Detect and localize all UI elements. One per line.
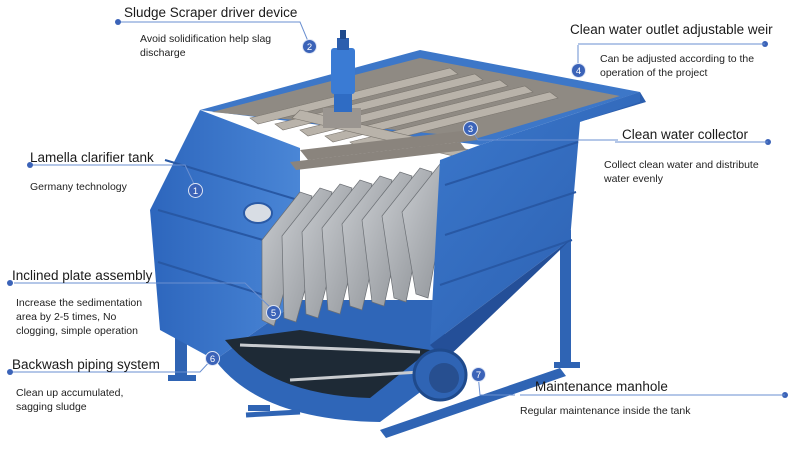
callout-3-desc-line: water evenly	[604, 173, 663, 185]
inclined-plates	[261, 163, 453, 327]
callout-5-desc-line: clogging, simple operation	[16, 325, 138, 337]
callout-5-desc-line: Increase the sedimentation	[16, 297, 143, 309]
title-underlines	[520, 43, 785, 396]
callout-1-desc: Germany technology	[30, 180, 127, 194]
callout-1-title: Lamella clarifier tank	[30, 150, 154, 165]
callout-3-desc: Collect clean water and distribute water…	[604, 158, 759, 186]
badge-6: 6	[205, 351, 220, 366]
outlet-pipe	[245, 409, 301, 418]
callout-4-title: Clean water outlet adjustable weir	[570, 22, 773, 37]
callout-6-title: Backwash piping system	[12, 357, 160, 372]
callout-4-desc-line: operation of the project	[600, 67, 708, 79]
callout-4-desc-line: Can be adjusted according to the	[600, 53, 755, 65]
callout-5-desc-line: area by 2-5 times, No	[16, 311, 117, 323]
callout-2-desc-line: Avoid solidification help slag	[140, 33, 272, 45]
callout-5-title: Inclined plate assembly	[12, 268, 153, 283]
badge-7: 7	[471, 367, 486, 382]
maintenance-manhole	[412, 348, 468, 402]
scraper-motor	[323, 30, 361, 128]
callout-2-title: Sludge Scraper driver device	[124, 5, 298, 20]
backwash-piping	[239, 343, 421, 382]
callout-7-desc: Regular maintenance inside the tank	[520, 404, 690, 418]
badge-4: 4	[571, 63, 586, 78]
badge-2: 2	[302, 39, 317, 54]
callout-6-desc: Clean up accumulated, sagging sludge	[16, 386, 123, 414]
collector-troughs	[290, 130, 478, 170]
callout-4-desc: Can be adjusted according to the operati…	[600, 52, 754, 80]
badge-3: 3	[463, 121, 478, 136]
callout-7-title: Maintenance manhole	[535, 379, 668, 394]
tank-right-wall	[430, 92, 640, 360]
callout-1-desc-line: Germany technology	[30, 181, 127, 193]
callout-6-desc-line: sagging sludge	[16, 401, 87, 413]
callout-3-title: Clean water collector	[622, 127, 749, 142]
callout-7-desc-line: Regular maintenance inside the tank	[520, 405, 691, 417]
callout-5-desc: Increase the sedimentation area by 2-5 t…	[16, 296, 142, 338]
callout-3-desc-line: Collect clean water and distribute	[604, 159, 759, 171]
badge-1: 1	[188, 183, 203, 198]
callout-2-desc-line: discharge	[140, 47, 186, 59]
badge-5: 5	[266, 305, 281, 320]
callout-6-desc-line: Clean up accumulated,	[16, 387, 124, 399]
callout-2-desc: Avoid solidification help slag discharge	[140, 32, 271, 60]
